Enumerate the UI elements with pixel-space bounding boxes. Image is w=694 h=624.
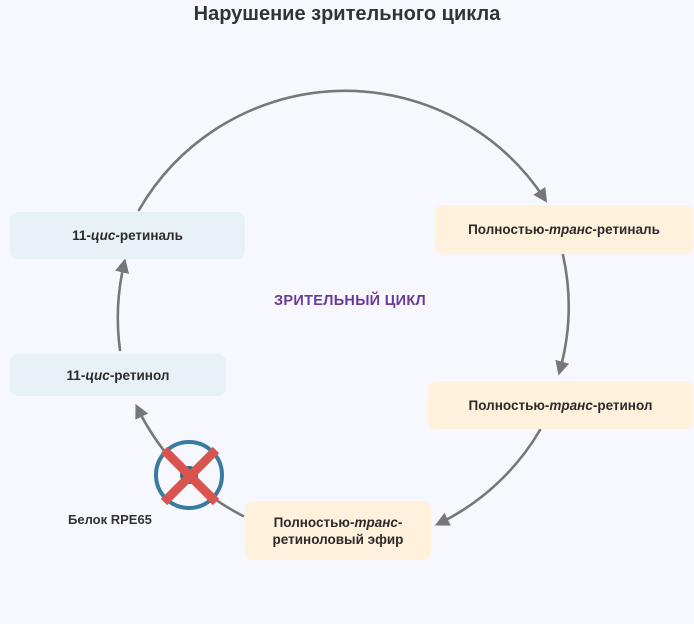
node-cis-retinal: 11-цис-ретиналь (10, 212, 245, 259)
node-trans-retinol-label: Полностью-транс-ретинол (468, 397, 653, 413)
center-label: ЗРИТЕЛЬНЫЙ ЦИКЛ (274, 293, 426, 309)
arrow-trans-retinal-to-trans-retinol (555, 253, 570, 376)
rpe65-blocked-icon (154, 440, 224, 510)
arrow-cis-retinal-to-trans-retinal (137, 89, 548, 212)
node-trans-retinal-label: Полностью-транс-ретиналь (468, 222, 660, 237)
node-trans-retinal: Полностью-транс-ретиналь (435, 205, 693, 254)
arrow-cis-retinol-to-cis-retinal (115, 258, 130, 352)
diagram-title: Нарушение зрительного цикла (193, 3, 501, 25)
cross-stroke-2 (160, 446, 220, 506)
node-cis-retinal-label: 11-цис-ретиналь (72, 228, 183, 243)
node-trans-retinol: Полностью-транс-ретинол (428, 381, 693, 429)
node-cis-retinol-label: 11-цис-ретинол (66, 367, 170, 383)
arrow-trans-retinol-to-ester (434, 428, 542, 526)
rpe65-protein-label: Белок RPE65 (68, 512, 152, 527)
node-trans-retinyl-ester: Полностью-транс-ретиноловый эфир (245, 501, 431, 560)
node-trans-retinyl-ester-label: Полностью-транс-ретиноловый эфир (272, 514, 404, 547)
node-cis-retinol: 11-цис-ретинол (10, 354, 226, 396)
